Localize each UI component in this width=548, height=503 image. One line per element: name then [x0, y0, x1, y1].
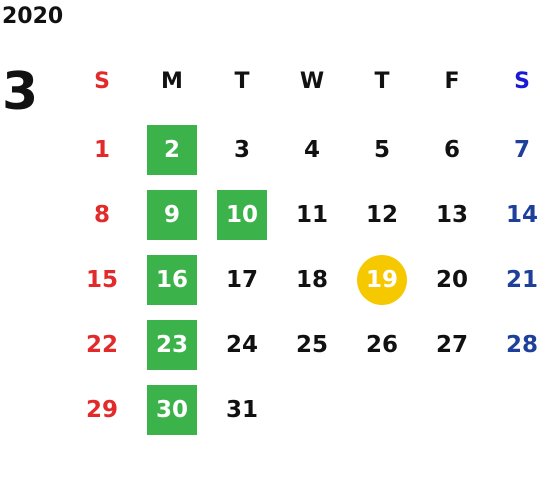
day-cell[interactable]: 18	[295, 267, 328, 293]
day-cell[interactable]: 17	[225, 267, 258, 293]
day-cell[interactable]: 22	[85, 332, 118, 358]
day-cell[interactable]: 30	[147, 385, 197, 435]
day-cell[interactable]: 5	[373, 137, 390, 163]
day-cell[interactable]: 23	[147, 320, 197, 370]
day-cell[interactable]: 24	[225, 332, 258, 358]
day-cell[interactable]: 27	[435, 332, 468, 358]
day-cell[interactable]: 26	[365, 332, 398, 358]
year-label: 2020	[2, 4, 64, 29]
weekday-header: S	[94, 68, 110, 94]
weekday-header: T	[234, 68, 250, 94]
day-cell[interactable]: 8	[93, 202, 110, 228]
day-cell-today[interactable]: 19	[357, 255, 407, 305]
day-cell[interactable]: 11	[295, 202, 328, 228]
weekday-header: S	[514, 68, 530, 94]
day-cell[interactable]: 7	[513, 137, 530, 163]
day-cell[interactable]: 13	[435, 202, 468, 228]
day-cell[interactable]: 20	[435, 267, 468, 293]
weekday-header: M	[161, 68, 183, 94]
day-cell[interactable]: 21	[505, 267, 538, 293]
day-cell[interactable]: 1	[93, 137, 110, 163]
weekday-header: T	[374, 68, 390, 94]
day-cell[interactable]: 15	[85, 267, 118, 293]
day-cell[interactable]: 25	[295, 332, 328, 358]
day-cell[interactable]: 3	[233, 137, 250, 163]
day-cell[interactable]: 28	[505, 332, 538, 358]
weekday-header: F	[444, 68, 460, 94]
day-cell[interactable]: 9	[147, 190, 197, 240]
day-cell[interactable]: 2	[147, 125, 197, 175]
day-cell[interactable]: 6	[443, 137, 460, 163]
day-cell[interactable]: 12	[365, 202, 398, 228]
day-cell[interactable]: 4	[303, 137, 320, 163]
day-cell[interactable]: 16	[147, 255, 197, 305]
day-cell[interactable]: 10	[217, 190, 267, 240]
day-cell[interactable]: 29	[85, 397, 118, 423]
month-label: 3	[2, 62, 39, 122]
day-cell[interactable]: 31	[225, 397, 258, 423]
weekday-header: W	[299, 68, 325, 94]
day-cell[interactable]: 14	[505, 202, 538, 228]
